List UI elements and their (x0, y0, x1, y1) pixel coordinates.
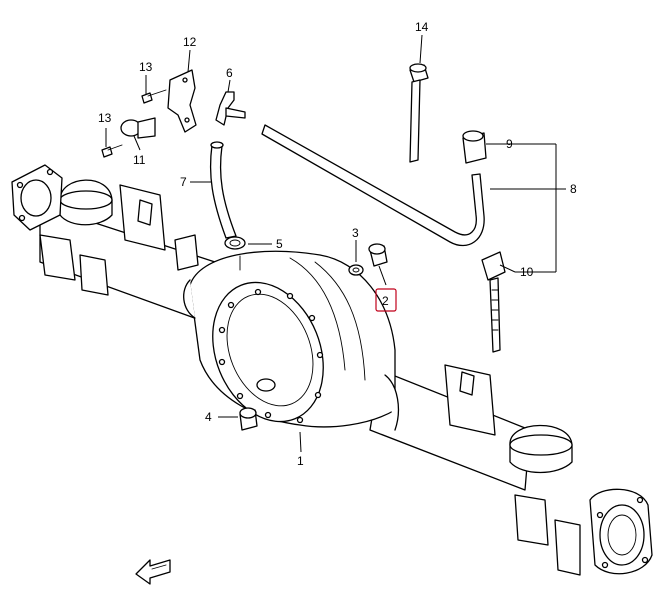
part-13-bolt-lower[interactable] (101, 144, 123, 158)
part-8-pipe[interactable] (261, 124, 485, 247)
callout-2[interactable]: 2 (382, 294, 389, 308)
leader-lines (105, 34, 566, 453)
part-2-plug[interactable] (368, 243, 388, 267)
part-7-hose[interactable] (209, 141, 237, 239)
callout-8: 8 (570, 182, 577, 196)
part-3-washer[interactable] (348, 264, 364, 276)
axle-housing[interactable] (11, 164, 653, 576)
callout-5: 5 (276, 237, 283, 251)
callout-4: 4 (205, 410, 212, 424)
callout-10: 10 (520, 265, 534, 279)
part-6-union[interactable] (215, 91, 246, 126)
callout-13-upper: 13 (139, 60, 153, 74)
part-9-cap[interactable] (462, 130, 487, 164)
callout-7: 7 (180, 175, 187, 189)
callout-3: 3 (352, 226, 359, 240)
part-13-bolt-upper[interactable] (141, 89, 167, 104)
callout-9: 9 (506, 137, 513, 151)
callout-12: 12 (183, 35, 197, 49)
part-14-hose[interactable] (409, 63, 429, 163)
callout-2-highlight-box (375, 288, 397, 312)
callout-13-lower: 13 (98, 111, 112, 125)
callout-11: 11 (133, 153, 146, 167)
callout-6: 6 (226, 66, 233, 80)
part-12-bracket[interactable] (167, 69, 197, 133)
front-arrow-icon (135, 559, 171, 585)
part-11-clamp[interactable] (120, 117, 156, 139)
callout-14: 14 (415, 20, 429, 34)
callout-1: 1 (297, 454, 304, 468)
part-4-plug[interactable] (239, 407, 258, 431)
part-10-clip[interactable] (481, 251, 506, 353)
part-5-clamp[interactable] (224, 236, 246, 271)
